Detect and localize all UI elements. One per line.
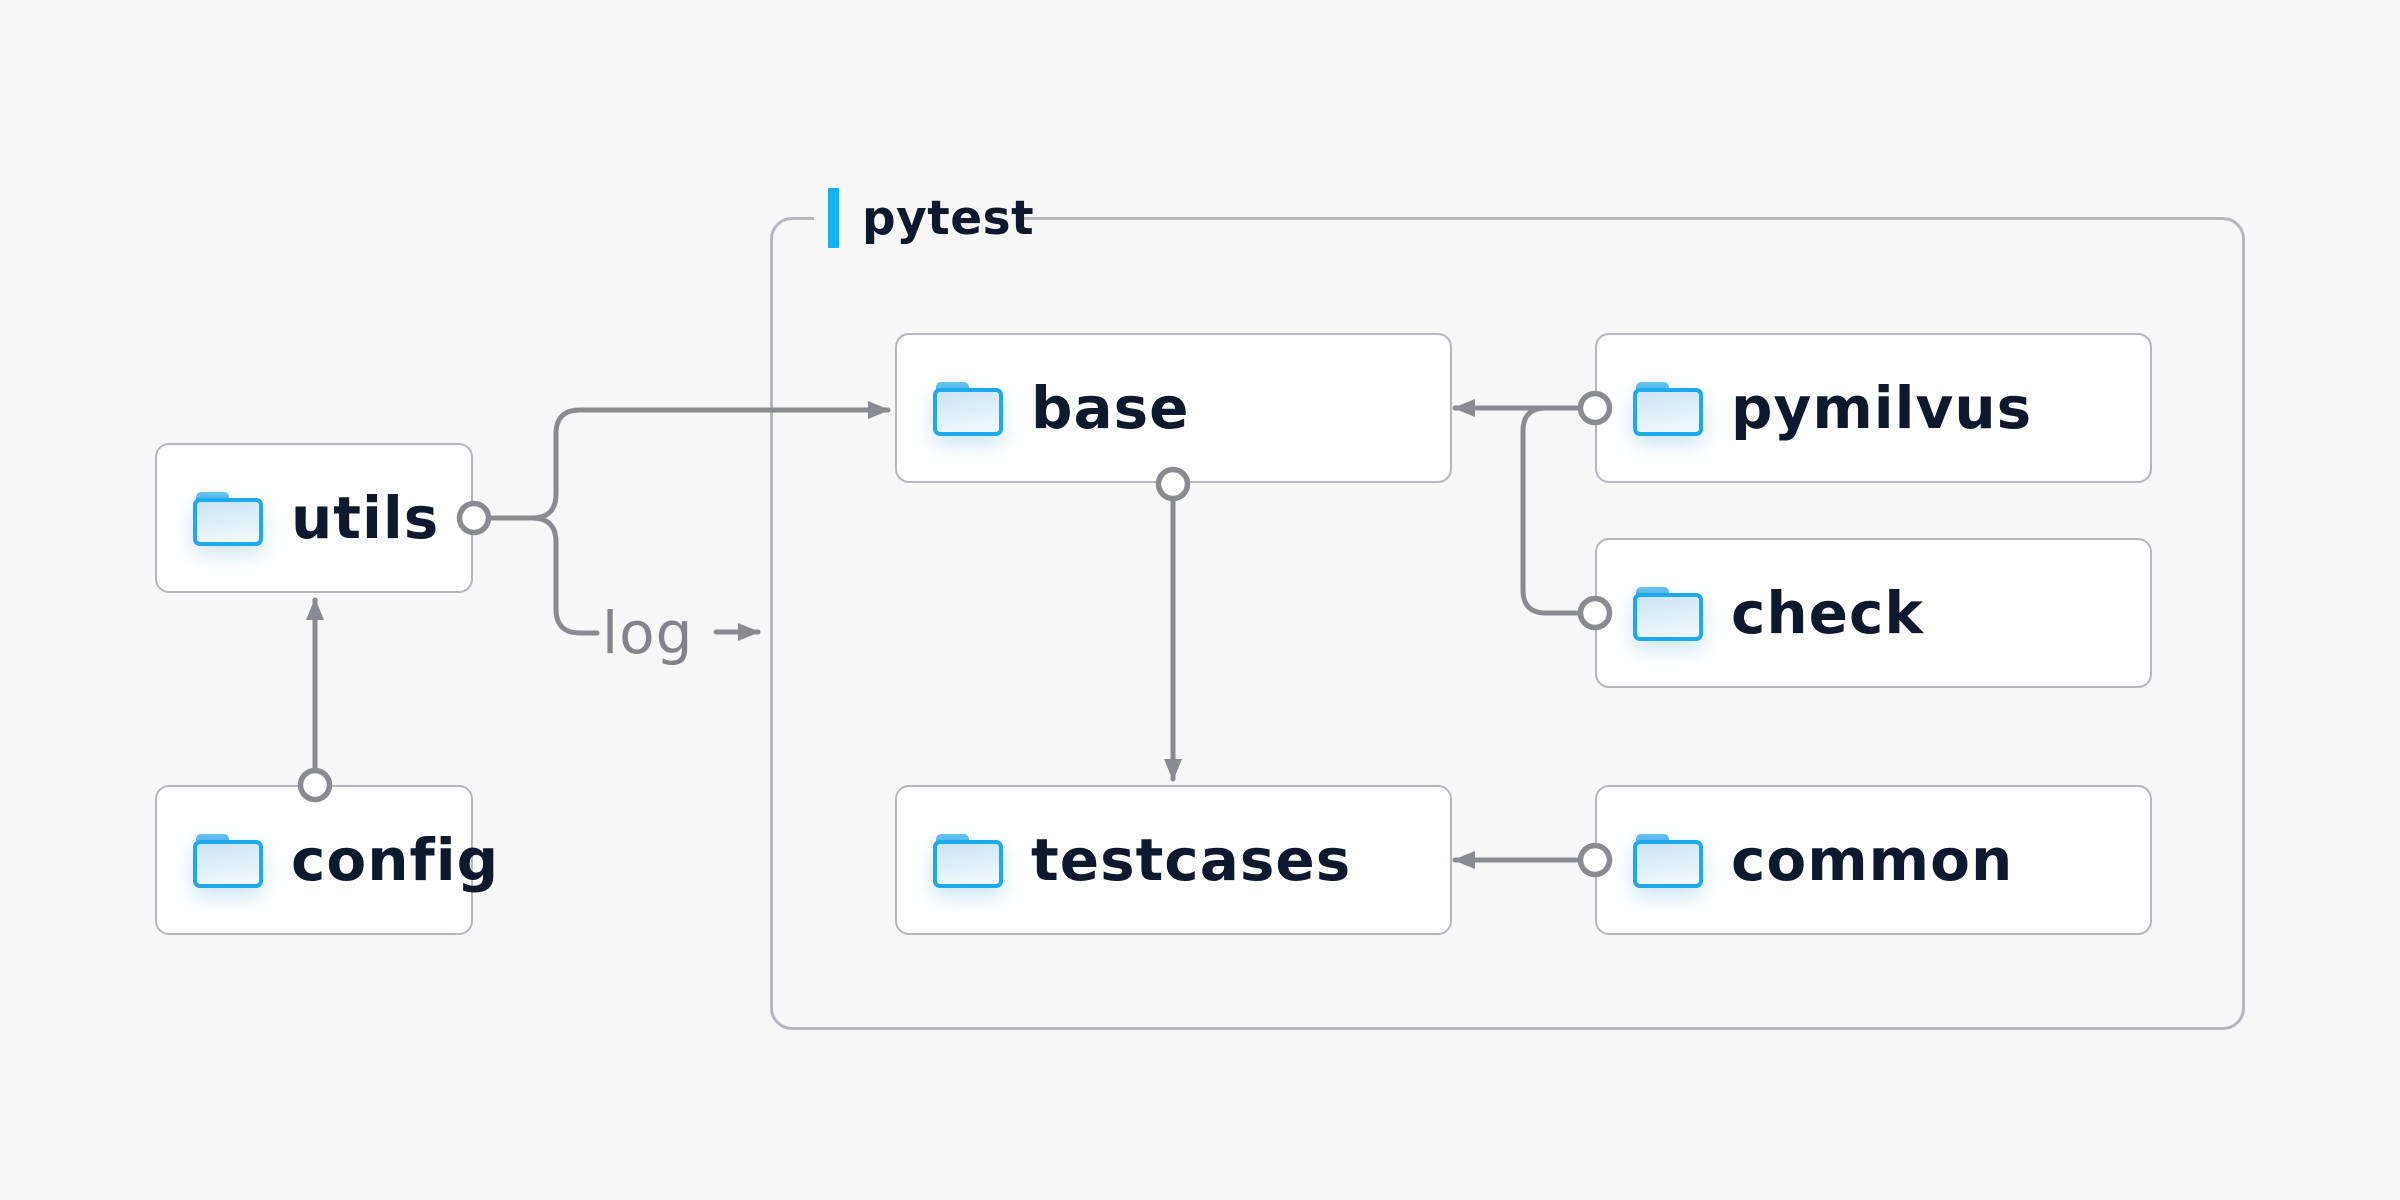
folder-icon	[193, 834, 263, 888]
folder-icon	[933, 834, 1003, 888]
pytest-group-label: pytest	[862, 190, 1035, 246]
node-base-label: base	[1031, 374, 1190, 442]
node-check: check	[1595, 538, 2152, 688]
pytest-group-container	[770, 217, 2245, 1030]
node-config: config	[155, 785, 498, 935]
node-common-label: common	[1731, 826, 2014, 894]
folder-icon	[1633, 587, 1703, 641]
node-pymilvus-label: pymilvus	[1731, 374, 2033, 442]
folder-icon	[193, 492, 263, 546]
node-pymilvus: pymilvus	[1595, 333, 2152, 483]
node-testcases-label: testcases	[1031, 826, 1352, 894]
folder-icon	[1633, 382, 1703, 436]
edge-label-log: log	[602, 599, 694, 667]
edge-utils-log-stub	[487, 515, 600, 636]
node-testcases: testcases	[895, 785, 1452, 935]
legend-accent-bar	[828, 188, 839, 248]
node-check-label: check	[1731, 579, 1924, 647]
folder-icon	[1633, 834, 1703, 888]
node-base: base	[895, 333, 1452, 483]
folder-icon	[933, 382, 1003, 436]
pytest-group-legend: pytest	[814, 185, 1034, 251]
node-utils-label: utils	[291, 484, 440, 552]
node-config-label: config	[291, 826, 500, 894]
node-utils: utils	[155, 443, 473, 593]
node-common: common	[1595, 785, 2152, 935]
